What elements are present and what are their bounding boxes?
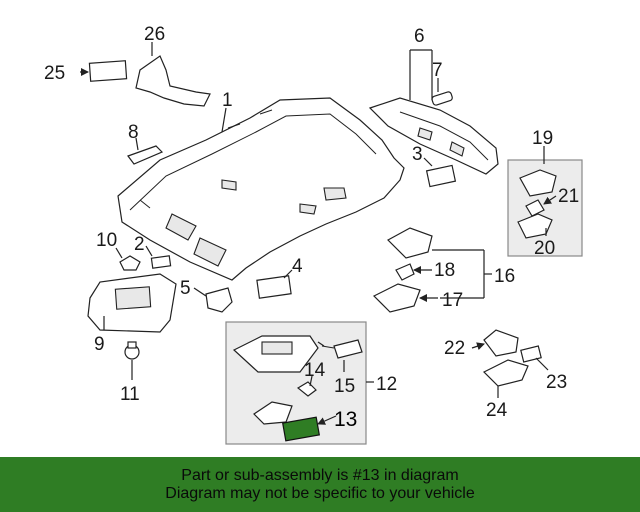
- part-6-rear-trim[interactable]: [368, 97, 499, 175]
- callout-5: 5: [180, 278, 191, 299]
- part-4-pad[interactable]: [256, 275, 292, 299]
- part-7-clip[interactable]: [431, 91, 453, 106]
- callout-2: 2: [134, 234, 145, 255]
- callout-9: 9: [94, 334, 105, 355]
- callout-26: 26: [144, 24, 165, 45]
- part-10-hook[interactable]: [119, 255, 141, 271]
- part-15-lamp[interactable]: [321, 339, 363, 359]
- part-19-lamp[interactable]: [519, 169, 557, 197]
- part-11-holder[interactable]: [124, 341, 140, 360]
- part-13-lens[interactable]: [282, 416, 320, 442]
- part-9-sun-visor[interactable]: [87, 273, 177, 333]
- part-17-lens[interactable]: [372, 283, 421, 313]
- parts-diagram: 25 26 1 6 7 3 8 19 21 20 10 2 4 5 9 11 1…: [44, 24, 583, 445]
- leader-lines: [80, 42, 557, 425]
- part-24-lens[interactable]: [482, 359, 529, 387]
- part-8-grab-handle[interactable]: [127, 145, 164, 165]
- part-22-bracket[interactable]: [483, 329, 519, 357]
- callout-12: 12: [376, 374, 397, 395]
- callout-10: 10: [96, 230, 117, 251]
- part-16-lamp-housing[interactable]: [387, 227, 433, 259]
- callout-22: 22: [444, 338, 465, 359]
- callout-17: 17: [442, 290, 463, 311]
- callout-11: 11: [120, 384, 140, 405]
- part-25-module[interactable]: [88, 60, 128, 82]
- callout-4: 4: [292, 256, 303, 277]
- callout-24: 24: [486, 400, 508, 421]
- part-26-bracket[interactable]: [135, 55, 211, 107]
- callout-6: 6: [414, 26, 425, 47]
- part-3-pad[interactable]: [425, 164, 457, 188]
- callout-1: 1: [222, 90, 233, 111]
- info-banner: Part or sub-assembly is #13 in diagram D…: [0, 457, 640, 512]
- callout-labels: 25 26 1 6 7 3 8 19 21 20 10 2 4 5 9 11 1…: [44, 24, 579, 431]
- part-14-bulb[interactable]: [296, 381, 317, 397]
- callout-13: 13: [334, 408, 357, 431]
- callout-3: 3: [412, 144, 423, 165]
- callout-16: 16: [494, 266, 515, 287]
- callout-7: 7: [432, 60, 443, 81]
- part-lens-left[interactable]: [253, 401, 293, 425]
- callout-14: 14: [304, 360, 326, 381]
- part-20-lens[interactable]: [517, 213, 553, 239]
- callout-18: 18: [434, 260, 455, 281]
- banner-line-1: Part or sub-assembly is #13 in diagram: [181, 466, 459, 484]
- callout-19: 19: [532, 128, 553, 149]
- callout-15: 15: [334, 376, 355, 397]
- part-5-bracket[interactable]: [205, 287, 233, 313]
- banner-line-2: Diagram may not be specific to your vehi…: [165, 484, 475, 502]
- callout-20: 20: [534, 238, 555, 259]
- callout-23: 23: [546, 372, 567, 393]
- part-18-bulb[interactable]: [395, 263, 415, 281]
- callout-8: 8: [128, 122, 139, 143]
- callout-25: 25: [44, 63, 65, 84]
- headliner-part[interactable]: [117, 97, 405, 281]
- part-12-console-assy[interactable]: [232, 335, 319, 373]
- part-2-clip[interactable]: [150, 255, 172, 269]
- callout-21: 21: [558, 186, 579, 207]
- part-21-bulb[interactable]: [525, 199, 545, 217]
